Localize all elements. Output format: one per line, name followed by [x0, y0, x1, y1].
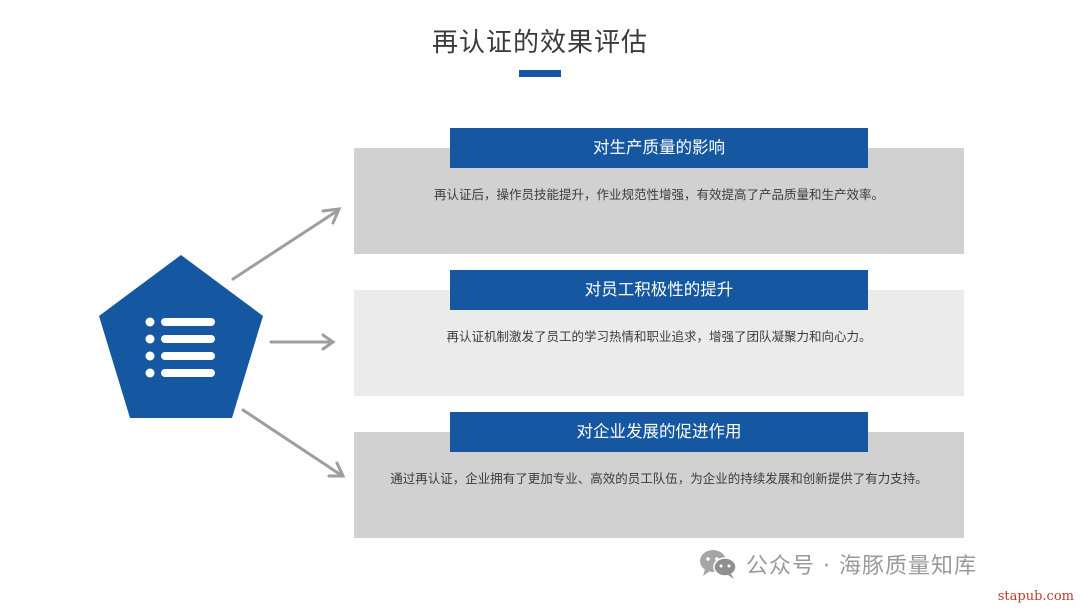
wechat-icon — [700, 550, 737, 579]
connector-arrows — [225, 195, 355, 485]
list-icon — [95, 252, 267, 422]
card-text: 再认证后，操作员技能提升，作业规范性增强，有效提高了产品质量和生产效率。 — [433, 187, 884, 202]
arrow-to-card-1 — [231, 209, 339, 281]
page-title: 再认证的效果评估 — [431, 28, 648, 58]
title-underline — [519, 70, 561, 77]
watermark-text: 公众号 · 海豚质量知库 — [746, 554, 977, 579]
card-heading: 对生产质量的影响 — [450, 128, 868, 168]
arrow-to-card-3 — [241, 408, 343, 477]
card-heading: 对员工积极性的提升 — [450, 270, 868, 310]
card-text: 通过再认证，企业拥有了更加专业、高效的员工队伍，为企业的持续发展和创新提供了有力… — [390, 471, 928, 486]
card-text: 再认证机制激发了员工的学习热情和职业追求，增强了团队凝聚力和向心力。 — [446, 329, 872, 344]
card-heading: 对企业发展的促进作用 — [450, 412, 868, 452]
site-watermark: stapub.com — [997, 589, 1074, 604]
watermark: 公众号 · 海豚质量知库 — [698, 548, 977, 580]
